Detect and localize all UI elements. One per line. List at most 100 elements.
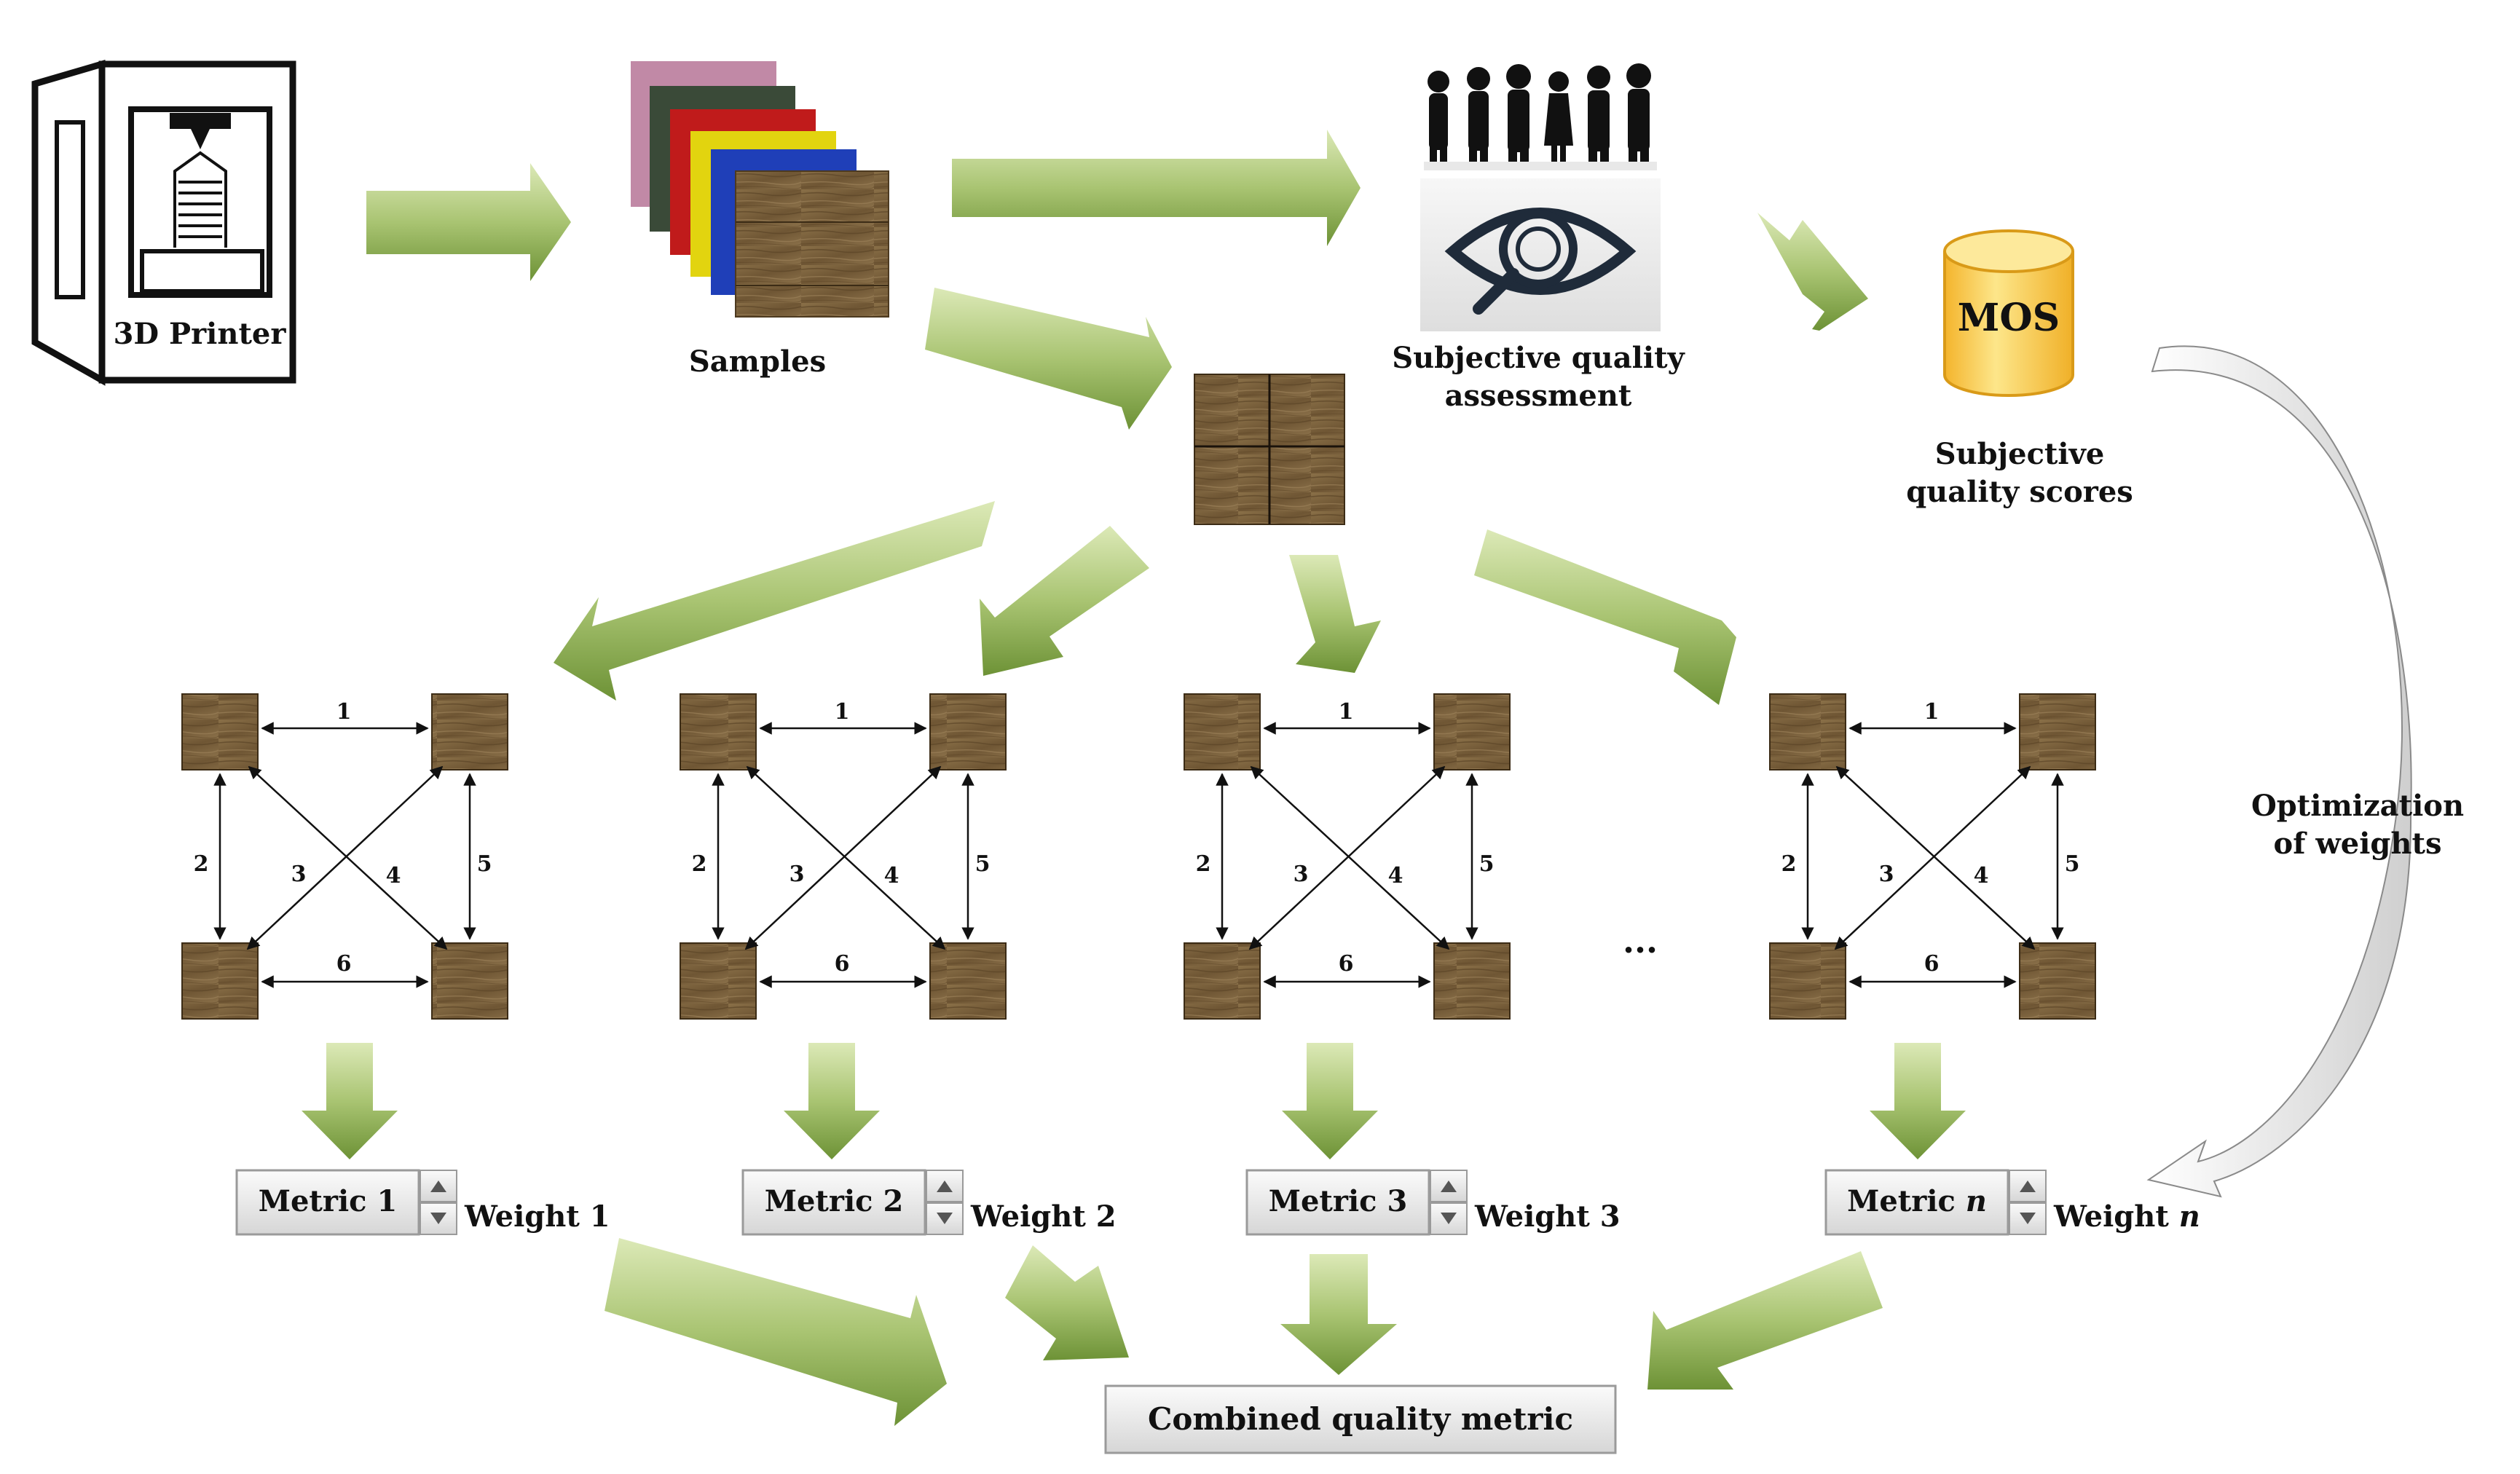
optimization-label-2: of weights	[2274, 827, 2442, 861]
arrow-samples-to-assessment	[952, 130, 1361, 246]
printer-icon: 3D Printer	[31, 59, 296, 386]
chevron-down-icon	[937, 1213, 953, 1224]
mos-caption-1: Subjective	[1935, 437, 2105, 471]
patch-3	[181, 942, 259, 1020]
pair-number: 6	[1924, 951, 1940, 977]
patch-2	[1433, 693, 1511, 770]
metric-box-4[interactable]: Metric n Weight n	[1824, 1169, 2200, 1236]
patch-2	[431, 693, 508, 770]
arrow-metric-1-to-combined	[605, 1238, 947, 1426]
arrow-metric-4-to-combined	[1647, 1251, 1883, 1390]
pair-number: 6	[336, 951, 352, 977]
pair-number: 5	[975, 851, 991, 877]
arrow-group-3-to-metric	[1282, 1043, 1378, 1159]
arrow-printer-to-samples	[366, 163, 571, 281]
patch-3	[1769, 942, 1846, 1020]
arrow-patch-to-group-2	[980, 526, 1149, 676]
chevron-up-icon	[937, 1181, 953, 1192]
pair-number: 3	[790, 862, 805, 887]
metric-field[interactable]	[1824, 1169, 2009, 1236]
metric-label: Metric 1	[259, 1184, 398, 1218]
patch-1	[680, 693, 757, 770]
optimization-label-1: Optimization	[2251, 789, 2464, 823]
patch-1	[181, 693, 259, 770]
pair-number: 2	[692, 851, 707, 877]
pair-number: 5	[477, 851, 492, 877]
chevron-down-icon	[2020, 1213, 2036, 1224]
pair-link	[248, 765, 448, 950]
arrow-metric-2-to-combined	[1005, 1245, 1129, 1360]
pair-number: 3	[291, 862, 307, 887]
pair-number: 2	[194, 851, 209, 877]
pair-number: 5	[1479, 851, 1495, 877]
spinner-up-button[interactable]	[926, 1170, 964, 1202]
arrow-group-1-to-metric	[302, 1043, 398, 1159]
patch-3	[1184, 942, 1261, 1020]
metric-label: Metric n	[1847, 1184, 1987, 1218]
patch-2	[929, 693, 1007, 770]
people-icon	[1424, 63, 1657, 170]
metric-field[interactable]	[235, 1169, 420, 1236]
weight-label: Weight n	[2053, 1199, 2200, 1234]
patch-2	[2019, 693, 2096, 770]
pair-link	[1248, 765, 1446, 950]
weight-label: Weight 1	[464, 1199, 610, 1234]
pair-link	[1834, 765, 2031, 950]
arrow-group-4-to-metric	[1870, 1043, 1966, 1159]
samples-stack: Samples	[631, 61, 889, 379]
pair-number: 3	[1294, 862, 1309, 887]
pair-number: 2	[1781, 851, 1797, 877]
combined-label: Combined quality metric	[1148, 1401, 1573, 1437]
pair-number: 6	[1339, 951, 1354, 977]
pair-link	[1250, 765, 1450, 950]
flow-arrows-down	[302, 1043, 1966, 1159]
arrow-group-2-to-metric	[784, 1043, 880, 1159]
chevron-up-icon	[1441, 1181, 1457, 1192]
pair-number: 1	[1339, 699, 1354, 725]
pair-number: 4	[884, 863, 899, 888]
metric-field[interactable]	[741, 1169, 926, 1236]
weight-label: Weight 3	[1474, 1199, 1621, 1234]
arrow-patch-to-group-4	[1474, 529, 1736, 705]
chevron-up-icon	[2020, 1181, 2036, 1192]
pair-link	[744, 765, 942, 950]
pair-link	[746, 765, 946, 950]
patch-1	[1184, 693, 1261, 770]
patch-4	[431, 942, 508, 1020]
flow-arrows-combine	[605, 1238, 1883, 1426]
samples-label: Samples	[689, 344, 826, 379]
patch-1	[1769, 693, 1846, 770]
chevron-down-icon	[1441, 1213, 1457, 1224]
pair-number: 6	[835, 951, 850, 977]
weight-label: Weight 2	[970, 1199, 1117, 1234]
pair-number: 1	[1924, 699, 1940, 725]
metric-box-1[interactable]: Metric 1 Weight 1	[235, 1169, 610, 1236]
patch-grid	[1194, 374, 1345, 525]
optimization-curve-arrow	[2146, 345, 2412, 1198]
arrow-metric-3-to-combined	[1280, 1254, 1397, 1375]
mos-caption-2: quality scores	[1906, 475, 2133, 509]
patch-4	[2019, 942, 2096, 1020]
mos-database-icon: MOS	[1943, 229, 2074, 397]
printer-label: 3D Printer	[114, 317, 287, 351]
arrow-samples-to-patch	[925, 288, 1172, 430]
pair-number: 3	[1879, 862, 1894, 887]
metric-field[interactable]	[1245, 1169, 1430, 1236]
patch-3	[680, 942, 757, 1020]
subjective-label-2: assessment	[1445, 379, 1632, 413]
pair-number: 4	[386, 863, 401, 888]
subjective-label-1: Subjective quality	[1392, 341, 1685, 375]
patch-4	[1433, 942, 1511, 1020]
pair-number: 4	[1974, 863, 1989, 888]
chevron-up-icon	[430, 1181, 446, 1192]
pairwise-group-2: 1 2 3 4 5 6	[680, 693, 1007, 1020]
pair-number: 1	[835, 699, 850, 725]
flow-arrows-top	[366, 130, 1868, 430]
